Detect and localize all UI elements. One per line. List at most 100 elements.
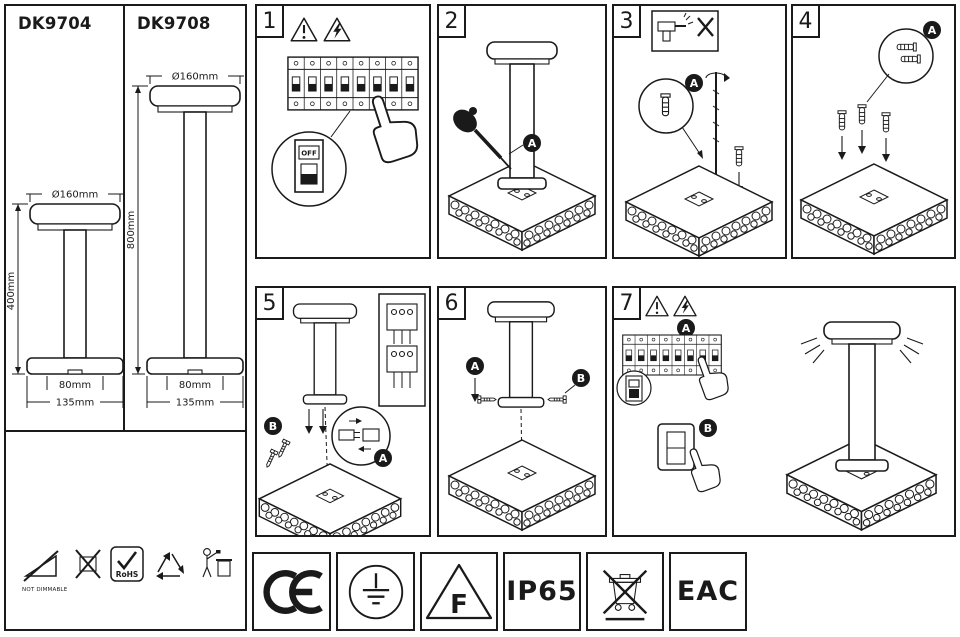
thermal-class-box: F [420, 552, 498, 631]
step-panel-3: 3 A [612, 4, 787, 259]
rohs-icon: RoHS [109, 544, 145, 586]
magnifier-circle [331, 406, 391, 466]
tidyman-icon [195, 544, 233, 586]
badge-b-label: B [577, 372, 585, 385]
step-number-2: 2 [439, 6, 466, 38]
light-rays [800, 337, 924, 364]
electric-shock-icon [673, 295, 697, 317]
wall-plug-icon [857, 104, 867, 125]
f-triangle-icon: F [425, 563, 493, 620]
drill-warning-box [651, 10, 719, 52]
f-label: F [450, 590, 468, 620]
ip-rating-box: IP65 [503, 552, 581, 631]
model-number: DK9704 [18, 14, 92, 33]
step-number-6: 6 [439, 288, 466, 320]
badge-a: A [923, 21, 941, 39]
badge-a-label: A [682, 322, 691, 335]
step-number-3: 3 [614, 6, 641, 38]
lamp-pole [63, 229, 87, 359]
badge-b-label: B [269, 420, 277, 433]
terminal-detail-box [378, 293, 426, 407]
step4-illustration: A [800, 21, 948, 255]
step-panel-7: 7 A B [612, 286, 956, 537]
step2-illustration: A [448, 41, 596, 251]
badge-b: B [264, 417, 282, 435]
step1-illustration: OFF [271, 17, 424, 207]
badge-b: B [572, 369, 590, 387]
step-panel-1: 1 OFF [255, 4, 431, 259]
badge-a: A [677, 319, 695, 337]
mount-width-dim: 80mm [179, 380, 211, 391]
drill-bit [705, 72, 730, 192]
hand-icon [683, 442, 725, 494]
base-width-dim: 135mm [56, 398, 95, 409]
badge-a: A [374, 449, 392, 467]
step-panel-5: 5 A [255, 286, 431, 537]
height-dim: 800mm [126, 211, 137, 250]
screw-icon [275, 438, 291, 460]
lamp-pole [183, 111, 207, 359]
badge-a: A [523, 134, 541, 152]
badge-a-label: A [471, 360, 480, 373]
step3-illustration: A [625, 10, 773, 257]
bollard-lamp [487, 301, 555, 408]
lamp-head [29, 203, 121, 225]
eac-label: EAC [676, 576, 740, 607]
wall-plug-icon [896, 42, 917, 52]
step-panel-4: 4 A [791, 4, 956, 259]
step-number-4: 4 [793, 6, 820, 38]
mount-width-dim: 80mm [59, 380, 91, 391]
crossed-out-icon [73, 544, 103, 586]
step5-illustration: A B [258, 293, 426, 535]
step-number-1: 1 [257, 6, 284, 38]
protective-earth-icon [348, 564, 403, 619]
wall-plug-icon [734, 146, 744, 167]
dk9708-drawing: Ø160mm 800mm 80mm 135mm [126, 71, 244, 409]
off-label: OFF [301, 150, 317, 158]
bollard-lamp [486, 41, 558, 190]
step-number-7: 7 [614, 288, 641, 320]
badge-a-label: A [928, 24, 937, 37]
step7-illustration: A B [616, 295, 937, 531]
bollard-lamp-lit [800, 321, 924, 472]
step-panel-2: 2 A [437, 4, 607, 259]
divider [6, 430, 245, 432]
compliance-icons: NOT DIMMABLE RoHS [22, 544, 233, 593]
badge-a-label: A [528, 137, 537, 150]
badge-a: A [466, 357, 484, 375]
spec-panel: DK9704 Ø160mm 400mm 80mm 135mm [4, 4, 247, 631]
model-number: DK9708 [137, 14, 211, 33]
weee-bin-icon [602, 569, 648, 620]
protective-earth-box [336, 552, 415, 631]
ce-mark [263, 569, 323, 614]
electric-shock-icon [323, 17, 351, 42]
product-column-dk9704: DK9704 Ø160mm 400mm 80mm 135mm [6, 6, 125, 430]
lamp-head [149, 85, 241, 107]
wall-plug-icon [881, 112, 891, 133]
step-number-5: 5 [257, 288, 284, 320]
breaker-panel [287, 56, 419, 111]
step6-illustration: A B [448, 301, 596, 531]
screw-icon [263, 448, 279, 470]
warning-icon [290, 17, 318, 42]
product-column-dk9708: DK9708 Ø160mm 800mm 80mm 135mm [126, 6, 245, 430]
diameter-dim: Ø160mm [52, 189, 98, 201]
screw-icon [477, 395, 497, 404]
bollard-lamp [292, 303, 358, 405]
off-switch-detail: OFF [294, 139, 324, 193]
wall-plug-icon [900, 54, 921, 64]
screw-icon [547, 395, 567, 404]
hand-with-screwdriver-icon [453, 107, 512, 170]
height-dim: 400mm [6, 272, 17, 311]
rohs-label: RoHS [116, 570, 139, 579]
not-dimmable-label: NOT DIMMABLE [22, 587, 68, 593]
wall-plug-icon [837, 110, 847, 131]
mounting-base [448, 439, 596, 531]
cable-connector-detail [338, 418, 380, 452]
weee-box [586, 552, 664, 631]
recycle-icon [151, 544, 189, 586]
badge-b: B [699, 419, 717, 437]
wall-switch [657, 423, 695, 471]
warning-icon [645, 295, 669, 317]
